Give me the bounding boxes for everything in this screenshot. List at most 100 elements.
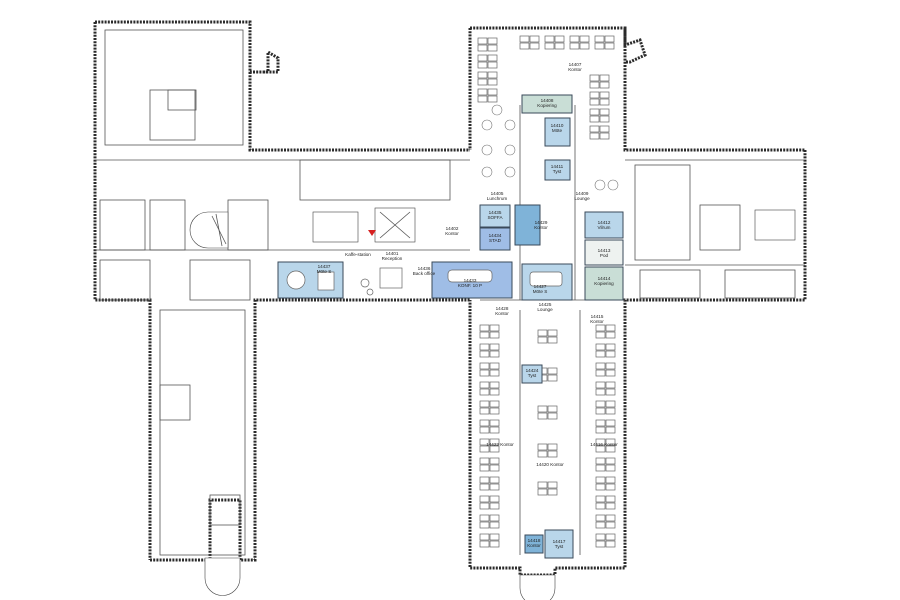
desk: [599, 115, 610, 123]
desk: [599, 125, 610, 133]
desk: [604, 35, 615, 43]
desk: [489, 426, 500, 434]
room-vilrum-14412[interactable]: [584, 211, 624, 239]
room-stad-14434[interactable]: [479, 227, 511, 251]
desk: [489, 540, 500, 548]
desk: [479, 350, 490, 358]
desk: [489, 350, 500, 358]
desk: [547, 367, 558, 375]
desk: [479, 521, 490, 529]
room-kopiering-14408[interactable]: [521, 94, 573, 114]
desk: [537, 443, 548, 451]
desk: [605, 502, 616, 510]
desk: [489, 324, 500, 332]
desk: [519, 42, 530, 50]
desk: [537, 412, 548, 420]
desk: [537, 450, 548, 458]
desk: [605, 381, 616, 389]
desk: [479, 540, 490, 548]
room-soffa-14435[interactable]: [479, 204, 511, 228]
desk: [589, 81, 600, 89]
desk: [479, 388, 490, 396]
desk: [605, 533, 616, 541]
desk: [599, 108, 610, 116]
desk: [595, 350, 606, 358]
round-table: [504, 144, 516, 156]
round-table: [481, 166, 493, 178]
desk: [547, 374, 558, 382]
room-tyst-14424[interactable]: [521, 364, 543, 384]
room-mote-14410[interactable]: [544, 117, 571, 147]
desk: [595, 464, 606, 472]
west-wing: [93, 20, 470, 596]
room-kontor-14429[interactable]: [514, 204, 541, 246]
desk: [604, 42, 615, 50]
desk: [605, 350, 616, 358]
desk: [547, 336, 558, 344]
desk: [605, 324, 616, 332]
desk: [595, 400, 606, 408]
desk: [595, 476, 606, 484]
desk: [605, 343, 616, 351]
desk: [489, 457, 500, 465]
desk: [477, 71, 488, 79]
room-tyst-14417[interactable]: [544, 529, 574, 559]
desk: [477, 95, 488, 103]
desk: [547, 329, 558, 337]
desk: [479, 457, 490, 465]
room-kopiering-14414[interactable]: [584, 266, 624, 301]
desk: [479, 514, 490, 522]
desk: [477, 61, 488, 69]
desk: [594, 42, 605, 50]
desk: [589, 125, 600, 133]
desk: [599, 98, 610, 106]
round-table: [481, 144, 493, 156]
desk: [595, 533, 606, 541]
desk: [477, 44, 488, 52]
room-tyst-14411[interactable]: [544, 159, 571, 181]
room-pod-14413[interactable]: [584, 239, 624, 266]
room-kontor-14418[interactable]: [524, 534, 544, 554]
desk: [477, 88, 488, 96]
desk: [479, 445, 490, 453]
desk: [479, 343, 490, 351]
desk: [489, 464, 500, 472]
desk: [569, 35, 580, 43]
desk: [489, 369, 500, 377]
desk: [479, 381, 490, 389]
desk: [487, 71, 498, 79]
desk: [489, 362, 500, 370]
desk: [537, 488, 548, 496]
desk: [537, 336, 548, 344]
desk: [605, 369, 616, 377]
desk: [595, 343, 606, 351]
desk: [547, 412, 558, 420]
desk: [605, 514, 616, 522]
desk: [554, 42, 565, 50]
desk: [477, 37, 488, 45]
desk: [477, 78, 488, 86]
desk: [579, 35, 590, 43]
desk: [479, 438, 490, 446]
desk: [595, 407, 606, 415]
desk: [537, 405, 548, 413]
desk: [487, 78, 498, 86]
desk: [479, 476, 490, 484]
desk: [595, 521, 606, 529]
desk: [595, 445, 606, 453]
desk: [487, 61, 498, 69]
desk: [605, 419, 616, 427]
desk-clusters: [477, 35, 616, 548]
desk: [489, 495, 500, 503]
desk: [547, 450, 558, 458]
desk: [569, 42, 580, 50]
desk: [479, 324, 490, 332]
